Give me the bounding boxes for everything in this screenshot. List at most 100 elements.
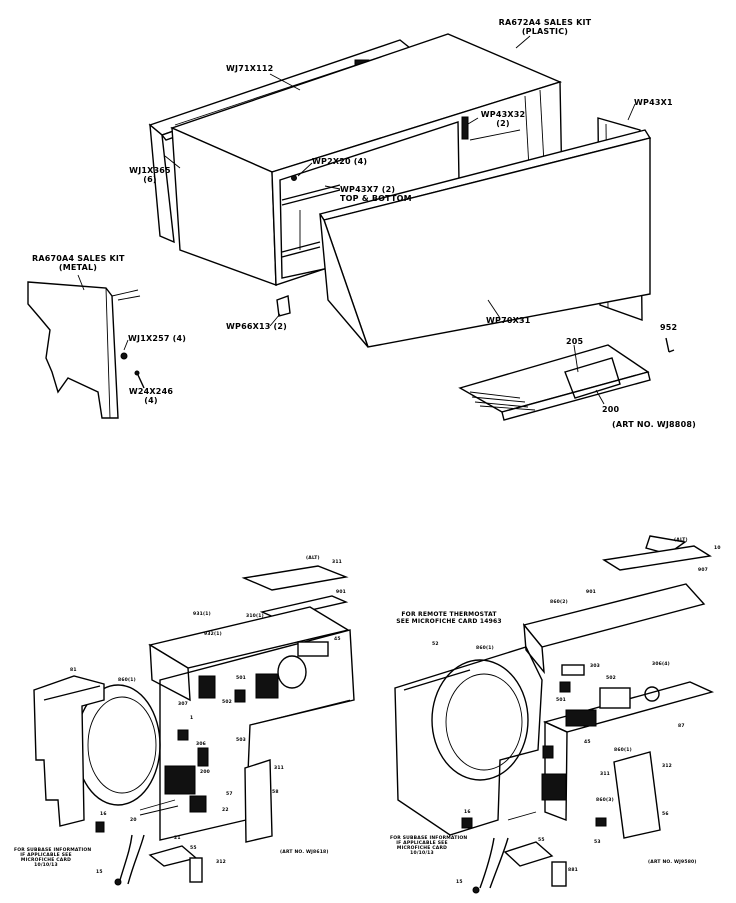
ll-c5: 932(1) xyxy=(204,632,222,637)
ll-note-2: IF APPLICABLE SEE xyxy=(20,853,72,858)
part-wp66x13: WP66X13 (2) xyxy=(226,322,287,331)
lr-note-4: 10/10/13 xyxy=(410,851,434,856)
part-wj1x365-qty: (6) xyxy=(143,175,157,184)
ll-c4: 931(1) xyxy=(193,612,211,617)
ll-c17: 311 xyxy=(274,766,284,771)
part-wj1x257: WJ1X257 (4) xyxy=(128,334,187,343)
ll-c1: (ALT) xyxy=(306,556,320,561)
front-panel xyxy=(318,129,652,348)
ll-c19: 57 xyxy=(226,792,233,797)
lower-left-chassis xyxy=(33,565,355,886)
lr-c8: 303 xyxy=(590,664,600,669)
lower-right-chassis xyxy=(394,535,715,894)
part-w24x246: W24X246 xyxy=(128,387,174,396)
kit-plastic-sub: (PLASTIC) xyxy=(521,27,569,36)
lr-c14: 860(1) xyxy=(614,748,632,753)
lr-subbase-note: FOR SUBBASE INFORMATION IF APPLICABLE SE… xyxy=(390,836,468,856)
lr-c11: 501 xyxy=(556,698,566,703)
part-wj1x365: WJ1X365 xyxy=(129,166,171,175)
lr-note-2: IF APPLICABLE SEE xyxy=(396,841,448,846)
ref-200: 200 xyxy=(602,405,620,414)
lr-note-3: MICROFICHE CARD xyxy=(396,846,448,851)
ll-art-no: (ART NO. WJ8618) xyxy=(280,850,329,855)
lr-c12: 87 xyxy=(678,724,685,729)
ll-c21: 16 xyxy=(100,812,107,817)
ll-c2: 311 xyxy=(332,560,342,565)
ll-c6: 310(1) xyxy=(246,614,264,619)
part-wp43x32-qty: (2) xyxy=(496,119,510,128)
ll-c22: 20 xyxy=(130,818,137,823)
part-w24x246-qty: (4) xyxy=(144,396,158,405)
lr-remote-1: FOR REMOTE THERMOSTAT xyxy=(401,611,497,618)
lr-c22: 881 xyxy=(568,868,578,873)
kit-metal-label: RA670A4 SALES KIT (METAL) xyxy=(32,254,125,272)
lr-c1: (ALT) xyxy=(674,538,688,543)
ll-c11: 307 xyxy=(178,702,188,707)
ll-note-1: FOR SUBBASE INFORMATION xyxy=(14,848,92,853)
part-wp2x20: WP2X20 (4) xyxy=(312,157,368,166)
part-wp43x7: WP43X7 (2) xyxy=(340,185,396,194)
ll-c10: 501 xyxy=(236,676,246,681)
lr-c10: 306(4) xyxy=(652,662,670,667)
ll-c15: 306 xyxy=(196,742,206,747)
lr-c9: 502 xyxy=(606,676,616,681)
ll-c26: 55 xyxy=(190,846,197,851)
lr-c4: 901 xyxy=(586,590,596,595)
lr-note-1: FOR SUBBASE INFORMATION xyxy=(390,836,468,841)
ll-c8: 81 xyxy=(70,668,77,673)
lr-c6: 52 xyxy=(432,642,439,647)
ll-c14: 503 xyxy=(236,738,246,743)
kit-plastic-label: RA672A4 SALES KIT (PLASTIC) xyxy=(490,18,600,36)
part-wp43x32-label: WP43X32 (2) xyxy=(480,110,526,128)
lr-c21: 55 xyxy=(538,838,545,843)
ll-c7: 45 xyxy=(334,637,341,642)
ll-c13: 502 xyxy=(222,700,232,705)
lr-c3: 907 xyxy=(698,568,708,573)
ll-c25: 312 xyxy=(216,860,226,865)
ll-c3: 901 xyxy=(336,590,346,595)
lr-c7: 860(1) xyxy=(476,646,494,651)
art-no-upper: (ART NO. WJ8808) xyxy=(612,420,696,429)
lr-c17: 860(3) xyxy=(596,798,614,803)
clip-wp66 xyxy=(276,295,291,317)
ref-952: 952 xyxy=(660,323,678,332)
base-tray xyxy=(458,337,675,421)
part-wp43x7-note: TOP & BOTTOM xyxy=(340,194,412,203)
ll-note-4: 10/10/13 xyxy=(34,863,58,868)
upper-leaders xyxy=(77,35,636,405)
part-wp43x32: WP43X32 xyxy=(480,110,526,119)
lr-remote-note: FOR REMOTE THERMOSTAT SEE MICROFICHE CAR… xyxy=(388,611,510,625)
ll-c18: 58 xyxy=(272,790,279,795)
kit-metal-sub: (METAL) xyxy=(58,263,98,272)
lr-art-no: (ART NO. WJ9580) xyxy=(648,860,697,865)
kit-metal-title: RA670A4 SALES KIT xyxy=(32,254,125,263)
ll-c20: 22 xyxy=(222,808,229,813)
metal-kit-bracket xyxy=(27,281,145,419)
lr-remote-2: SEE MICROFICHE CARD 14963 xyxy=(396,618,502,625)
ref-205: 205 xyxy=(566,337,584,346)
ll-c24: 15 xyxy=(96,870,103,875)
part-wj1x365-label: WJ1X365 (6) xyxy=(126,166,174,184)
ll-note-3: MICROFICHE CARD xyxy=(20,858,72,863)
lr-c16: 311 xyxy=(600,772,610,777)
part-w24x246-label: W24X246 (4) xyxy=(126,387,176,405)
ll-c12: 1 xyxy=(190,716,194,721)
lr-c15: 312 xyxy=(662,764,672,769)
lr-c2: 10 xyxy=(714,546,721,551)
part-wp70x31: WP70X31 xyxy=(486,316,531,325)
lr-c13: 45 xyxy=(584,740,591,745)
lr-c19: 53 xyxy=(594,840,601,845)
part-wp43x1: WP43X1 xyxy=(634,98,673,107)
ll-c9: 860(1) xyxy=(118,678,136,683)
part-wj71x112: WJ71X112 xyxy=(226,64,274,73)
part-wp43x7-label: WP43X7 (2) TOP & BOTTOM xyxy=(340,185,412,203)
ll-c16: 200 xyxy=(200,770,210,775)
lr-c5: 860(2) xyxy=(550,600,568,605)
ll-c23: 21 xyxy=(174,836,181,841)
ll-subbase-note: FOR SUBBASE INFORMATION IF APPLICABLE SE… xyxy=(14,848,92,868)
lr-c18: 56 xyxy=(662,812,669,817)
lr-c20: 16 xyxy=(464,810,471,815)
lr-c23: 15 xyxy=(456,880,463,885)
